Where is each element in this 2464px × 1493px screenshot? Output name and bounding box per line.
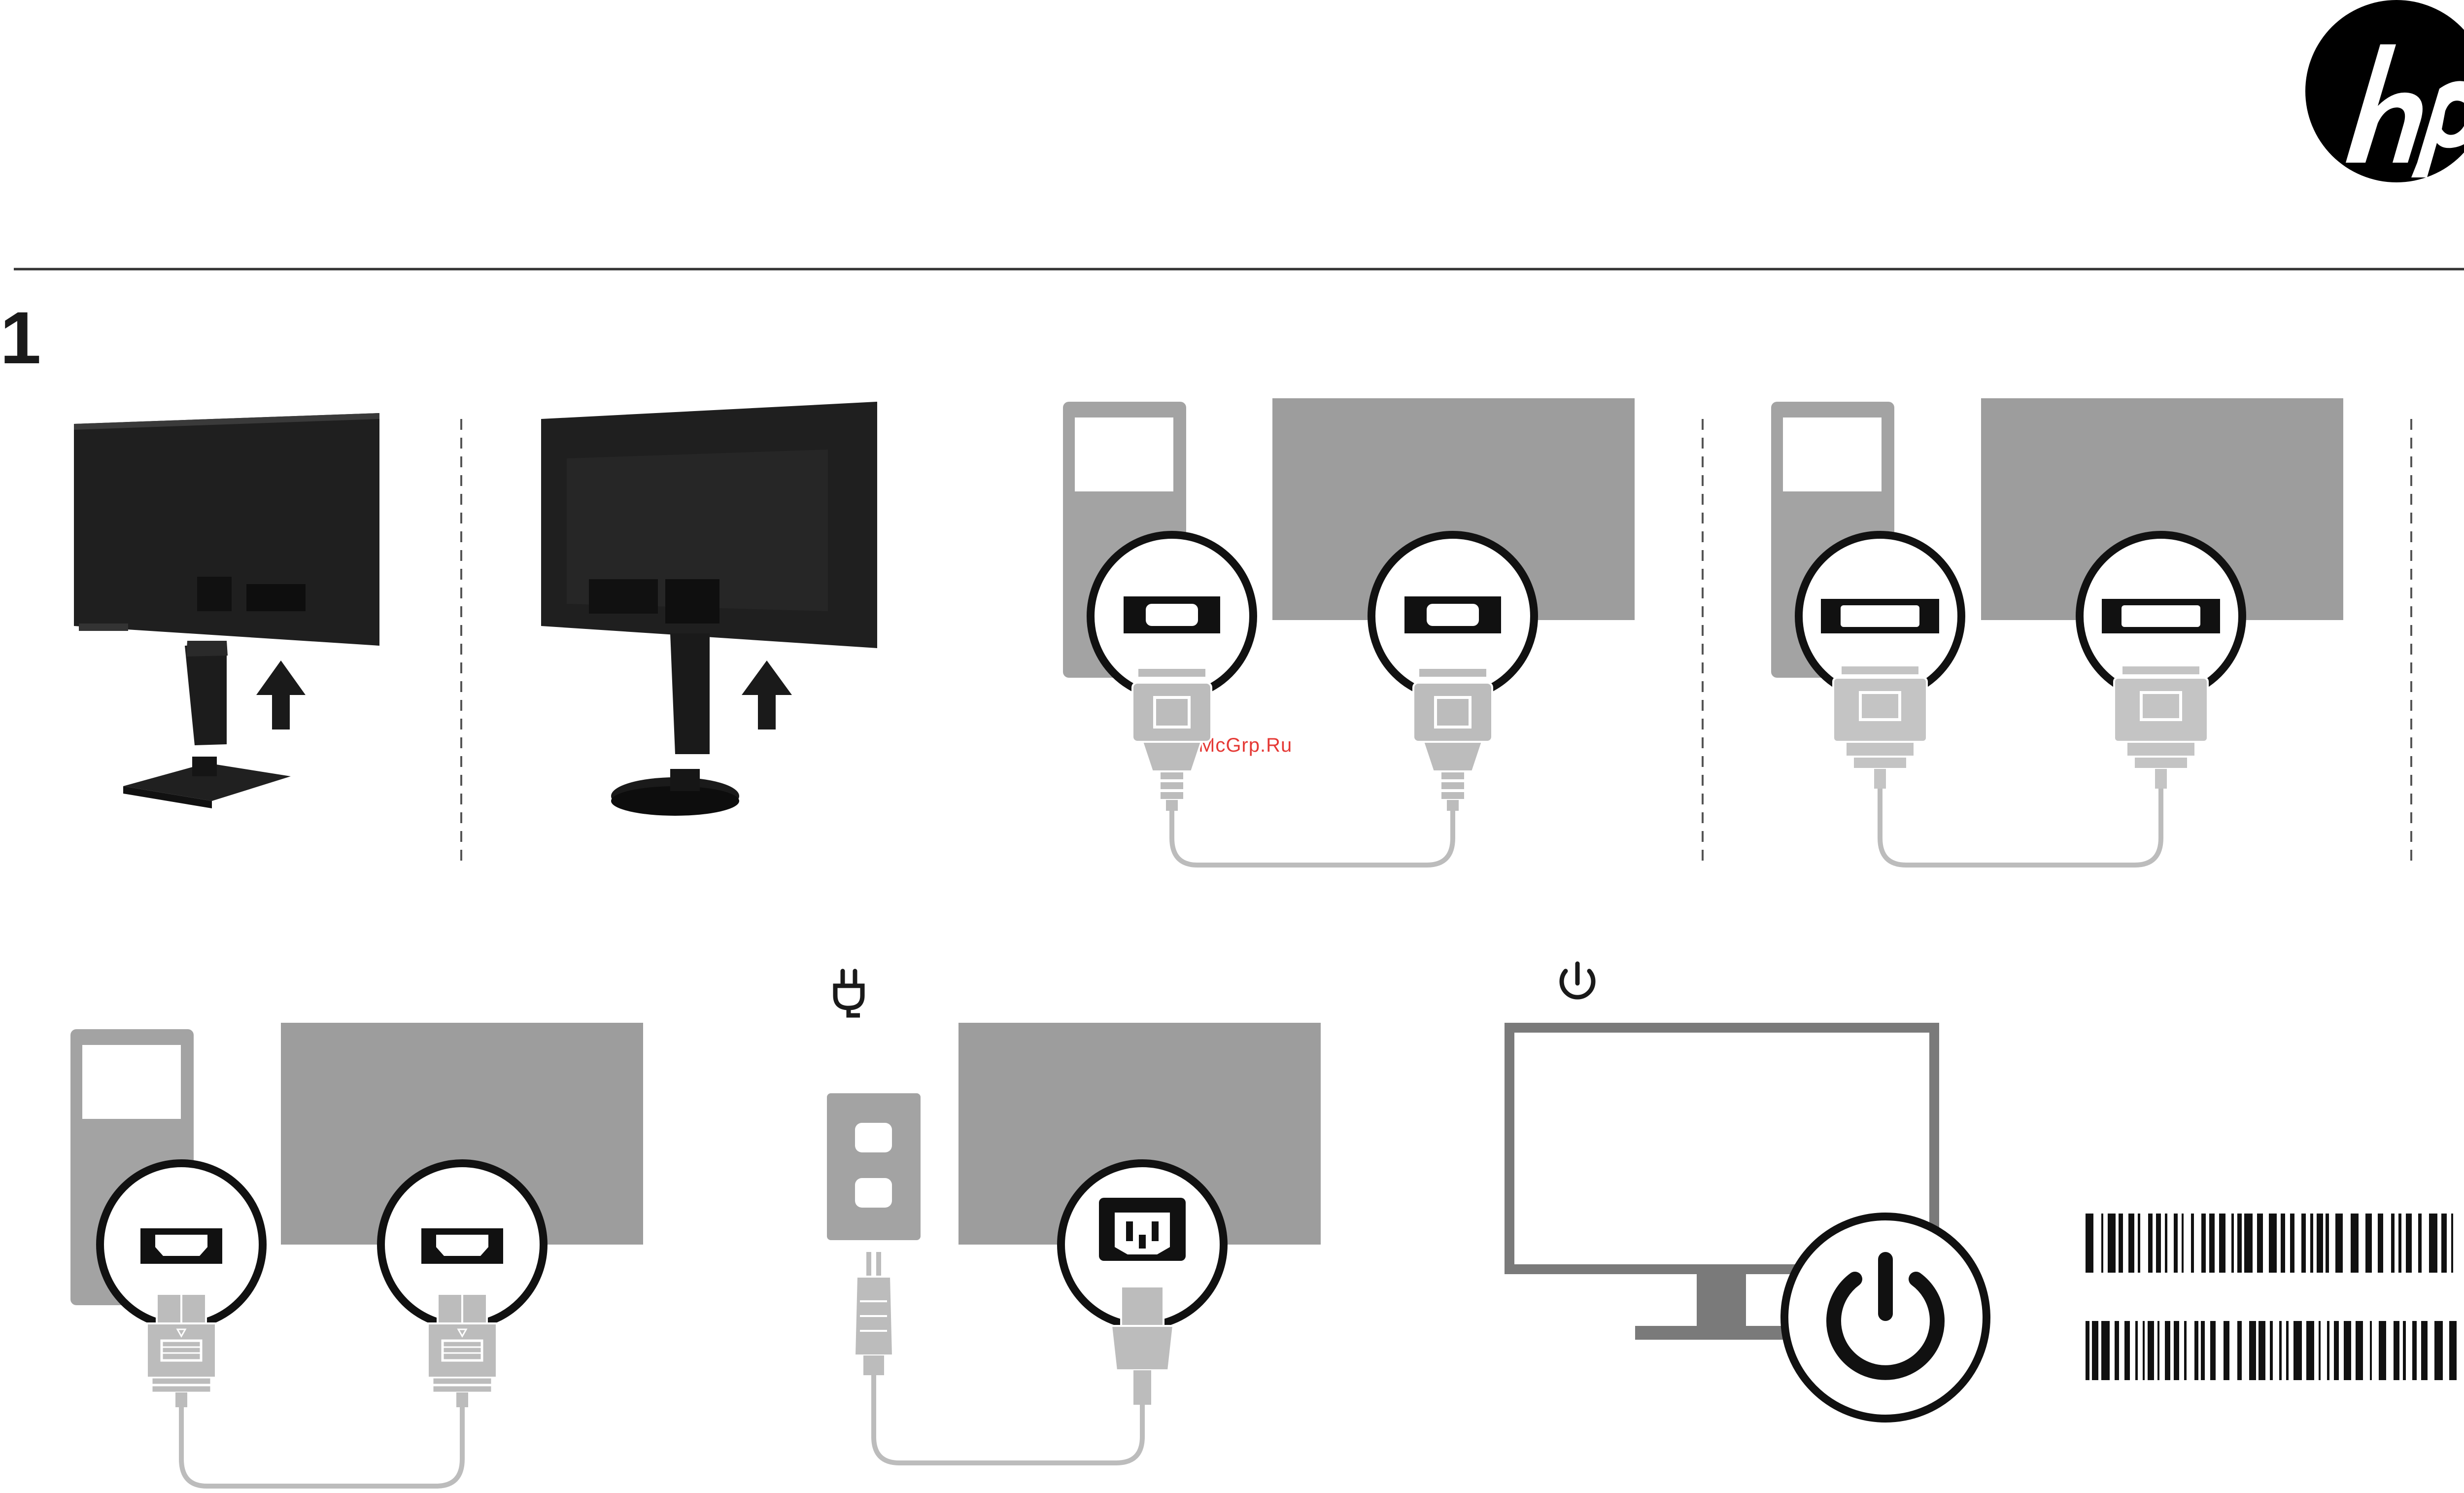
- vga-connection-diagram: [1063, 398, 1635, 865]
- barcode-bar: [2174, 1214, 2178, 1273]
- barcode-bar: [2237, 1321, 2242, 1380]
- power-on-diagram: [1505, 1023, 1986, 1419]
- barcode-bar: [2319, 1321, 2321, 1380]
- barcode-bar: [2224, 1321, 2229, 1380]
- barcode-bar: [2317, 1214, 2323, 1273]
- monitor-back-stand-attach-2: [541, 402, 877, 816]
- barcode-bar: [2351, 1214, 2359, 1273]
- barcode-bar: [2101, 1321, 2110, 1380]
- barcode-bar: [2301, 1214, 2306, 1273]
- barcode-bar: [2259, 1321, 2265, 1380]
- barcode-bar: [2326, 1214, 2329, 1273]
- barcode-bar: [2191, 1214, 2194, 1273]
- barcode-bar: [2157, 1321, 2159, 1380]
- barcode-bar: [2101, 1214, 2103, 1273]
- barcode-bar: [2165, 1321, 2170, 1380]
- barcode-bar: [2165, 1214, 2167, 1273]
- up-arrow-icon: [256, 660, 306, 729]
- barcode-bar: [2210, 1321, 2216, 1380]
- barcode-bar: [2086, 1214, 2093, 1273]
- barcode-bar: [2451, 1214, 2453, 1273]
- barcode-bar: [2356, 1321, 2363, 1380]
- hdmi-connection-diagram: [70, 1023, 643, 1486]
- barcode-bar: [2108, 1214, 2116, 1273]
- barcode-top: [2086, 1214, 2453, 1273]
- barcode-bar: [2231, 1214, 2234, 1273]
- barcode-bottom: [2086, 1321, 2457, 1380]
- barcode-bar: [2269, 1214, 2277, 1273]
- barcode-bar: [2412, 1321, 2417, 1380]
- barcode-bar: [2086, 1321, 2089, 1380]
- barcode-bar: [2174, 1321, 2179, 1380]
- barcode-bar: [2429, 1214, 2437, 1273]
- barcode-bar: [2327, 1321, 2329, 1380]
- barcode-bar: [2286, 1321, 2289, 1380]
- barcode-bar: [2201, 1321, 2205, 1380]
- barcode-bar: [2249, 1321, 2256, 1380]
- barcode-bar: [2279, 1321, 2282, 1380]
- hp-logo: [2305, 0, 2464, 182]
- barcode-bar: [2378, 1214, 2383, 1273]
- barcode-bar: [2257, 1214, 2263, 1273]
- power-plug-icon: [835, 971, 862, 1015]
- power-symbol-icon: [1562, 964, 1593, 997]
- barcode-bar: [2398, 1214, 2401, 1273]
- barcode-bar: [2237, 1214, 2242, 1273]
- barcode-bar: [2344, 1321, 2351, 1380]
- barcode-bar: [2156, 1214, 2161, 1273]
- barcode-bar: [2403, 1321, 2406, 1380]
- barcode-bar: [2194, 1321, 2198, 1380]
- barcode-bar: [2370, 1321, 2372, 1380]
- barcode-bar: [2092, 1321, 2098, 1380]
- barcode-bar: [2184, 1321, 2187, 1380]
- barcode-bar: [2334, 1321, 2339, 1380]
- barcode-bar: [2394, 1321, 2399, 1380]
- barcode-bar: [2115, 1321, 2119, 1380]
- barcode-bar: [2124, 1321, 2130, 1380]
- barcode-bar: [2143, 1321, 2145, 1380]
- dvi-connection-diagram: [1771, 398, 2343, 865]
- barcode-bar: [2135, 1321, 2138, 1380]
- barcode-bar: [2244, 1214, 2253, 1273]
- barcode-bar: [2293, 1321, 2302, 1380]
- barcode-bar: [2138, 1214, 2140, 1273]
- barcode-bar: [2219, 1214, 2225, 1273]
- up-arrow-icon: [742, 660, 792, 729]
- barcode-bar: [2421, 1321, 2428, 1380]
- barcode-bar: [2281, 1214, 2285, 1273]
- monitor-back-stand-attach-1: [74, 413, 379, 808]
- barcode-bar: [2441, 1214, 2447, 1273]
- barcode-bar: [2119, 1214, 2123, 1273]
- barcode-bar: [2418, 1214, 2422, 1273]
- barcode-bar: [2335, 1214, 2343, 1273]
- power-connection-diagram: [827, 1023, 1321, 1463]
- barcode-bar: [2310, 1214, 2313, 1273]
- barcode-bar: [2449, 1321, 2457, 1380]
- barcode-bar: [2270, 1321, 2273, 1380]
- barcode-bar: [2148, 1321, 2154, 1380]
- barcode-bar: [2365, 1214, 2372, 1273]
- barcode-bar: [2391, 1214, 2395, 1273]
- barcode-bar: [2201, 1214, 2206, 1273]
- barcode-bar: [2406, 1214, 2412, 1273]
- barcode-bar: [2209, 1214, 2215, 1273]
- barcode-bar: [2148, 1214, 2153, 1273]
- barcode-bar: [2434, 1321, 2443, 1380]
- barcode-bar: [2379, 1321, 2386, 1380]
- barcode-bar: [2182, 1214, 2184, 1273]
- barcode-bar: [2290, 1214, 2294, 1273]
- barcode-bar: [2306, 1321, 2314, 1380]
- barcode-bar: [2128, 1214, 2134, 1273]
